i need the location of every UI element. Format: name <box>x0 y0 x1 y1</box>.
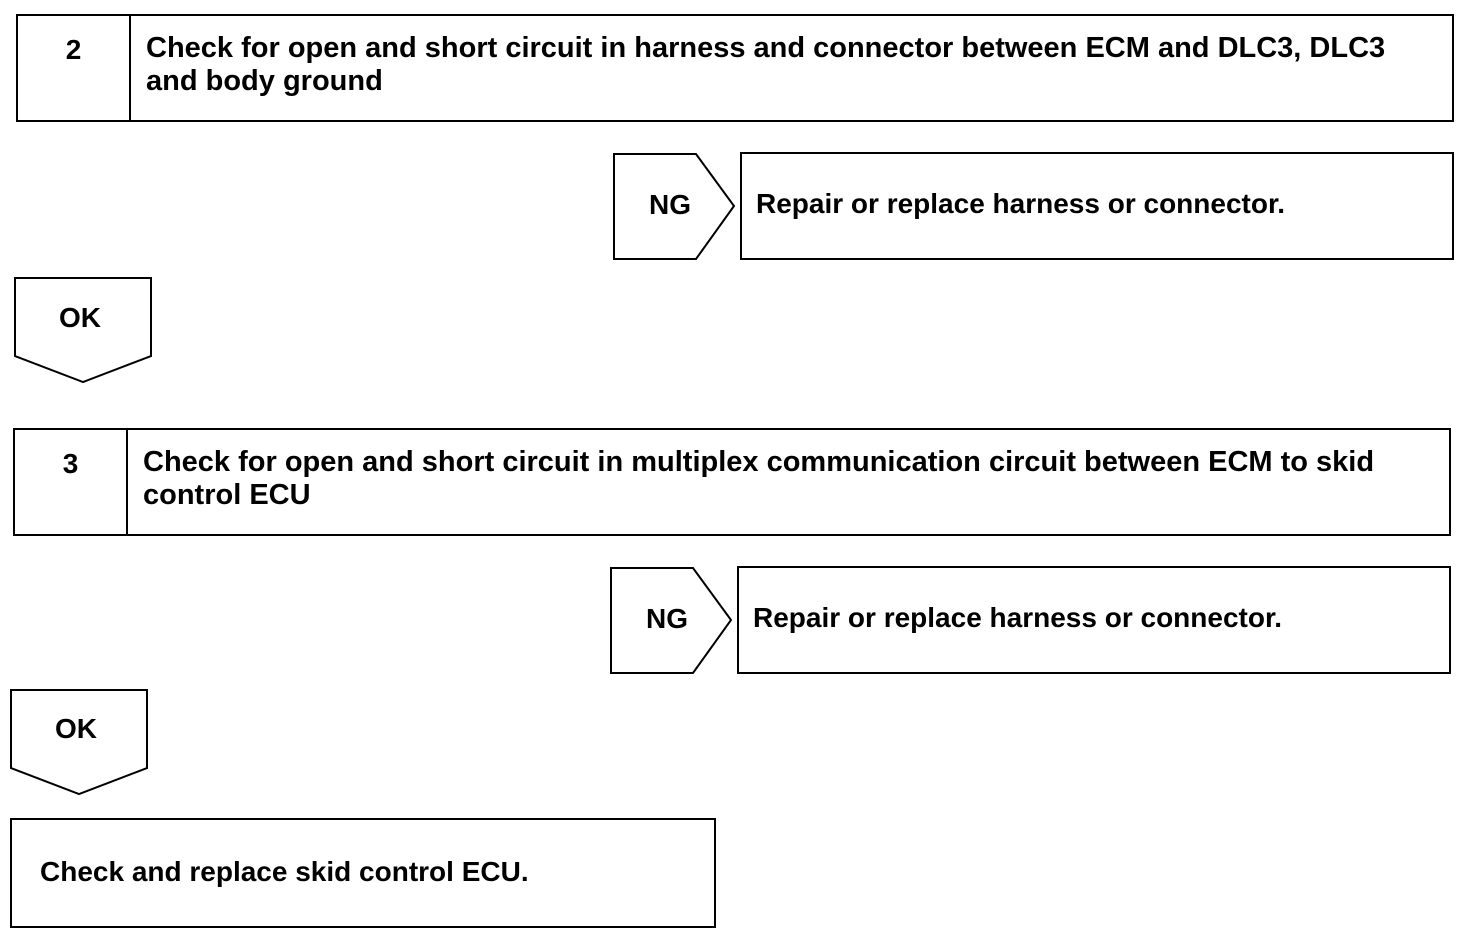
step-3-ng-label: NG <box>646 603 688 634</box>
step-3-ng-action-box: Repair or replace harness or connector. <box>737 566 1451 674</box>
step-3-number: 3 <box>15 430 128 534</box>
step-2-ok-label: OK <box>59 302 101 333</box>
step-2-number: 2 <box>18 16 131 120</box>
step-3-ok-label: OK <box>55 713 97 744</box>
step-3-ng-arrow <box>610 567 733 674</box>
step-2-title: Check for open and short circuit in harn… <box>146 32 1386 97</box>
final-action: Check and replace skid control ECU. <box>40 856 529 887</box>
step-2-ok-arrow <box>14 277 152 384</box>
step-2-ng-action-box: Repair or replace harness or connector. <box>740 152 1454 260</box>
step-3-box: 3 Check for open and short circuit in mu… <box>13 428 1451 536</box>
step-2-box: 2 Check for open and short circuit in ha… <box>16 14 1454 122</box>
step-2-ng-arrow <box>613 153 736 260</box>
step-3-ng-action: Repair or replace harness or connector. <box>753 602 1283 633</box>
step-2-ng-label: NG <box>649 189 691 220</box>
step-3-title: Check for open and short circuit in mult… <box>143 446 1375 511</box>
final-action-box: Check and replace skid control ECU. <box>10 818 716 928</box>
step-3-ok-arrow <box>10 689 148 796</box>
step-2-ng-action: Repair or replace harness or connector. <box>756 188 1286 219</box>
